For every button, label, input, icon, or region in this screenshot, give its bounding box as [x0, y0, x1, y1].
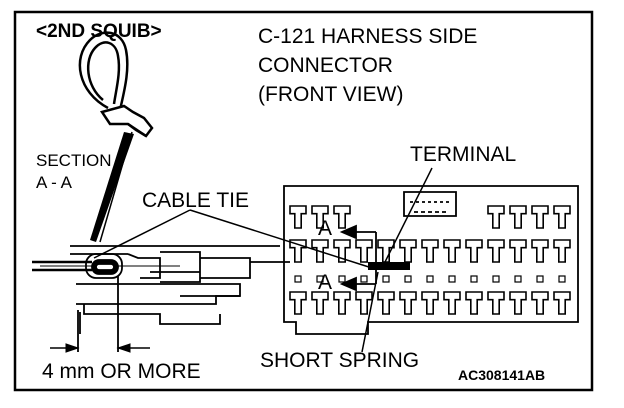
clearance-dimension	[50, 276, 150, 353]
terminal-slot	[531, 291, 549, 315]
terminal-pin-hole	[338, 275, 346, 283]
terminal-pin-hole	[448, 275, 456, 283]
terminal-pin-hole	[404, 275, 412, 283]
title-line-1: C-121 HARNESS SIDE	[258, 25, 478, 48]
terminal-pin-hole	[536, 275, 544, 283]
terminal-slot	[421, 239, 439, 263]
terminal-slot	[487, 205, 505, 229]
terminal-slot	[289, 291, 307, 315]
terminal-slot	[333, 205, 351, 229]
terminal-pin-hole	[382, 275, 390, 283]
terminal-slot	[487, 291, 505, 315]
terminal-slot	[531, 205, 549, 229]
section-label-line-2: A - A	[36, 173, 72, 192]
terminal-pin-hole	[360, 275, 368, 283]
title-line-3: (FRONT VIEW)	[258, 83, 404, 106]
terminal-leader	[383, 167, 433, 265]
terminal-pin-hole	[316, 275, 324, 283]
terminal-slot	[421, 291, 439, 315]
terminal-slot	[289, 205, 307, 229]
terminal-slot	[531, 239, 549, 263]
section-a-a-drawing	[32, 245, 290, 334]
figure-code: AC308141AB	[458, 367, 546, 383]
terminal-slot	[465, 239, 483, 263]
terminal-slot	[355, 291, 373, 315]
terminal-pin-hole	[426, 275, 434, 283]
tie-leader-wedge	[90, 132, 134, 242]
terminal-slot	[487, 239, 505, 263]
section-marker-top: A	[318, 217, 333, 240]
terminal-slot	[509, 291, 527, 315]
terminal-slot	[377, 291, 395, 315]
terminal-pin-hole	[470, 275, 478, 283]
section-tag: <2ND SQUIB>	[36, 21, 162, 42]
terminal-slot	[311, 205, 329, 229]
terminal-slot	[333, 291, 351, 315]
connector-front-view	[283, 185, 579, 335]
section-label-line-1: SECTION	[36, 151, 112, 170]
figure-frame	[13, 10, 594, 392]
terminal-slot	[553, 205, 571, 229]
terminal-slot	[553, 239, 571, 263]
terminal-slot	[443, 239, 461, 263]
terminal-contact	[368, 262, 410, 270]
terminal-slot	[355, 239, 373, 263]
cable-tie-illustration	[78, 31, 154, 138]
cable-tie-leaders	[93, 209, 373, 269]
terminal-slot	[509, 205, 527, 229]
terminal-pin-hole	[514, 275, 522, 283]
terminal-slot	[333, 239, 351, 263]
section-marker-arrows	[339, 224, 377, 292]
cable-tie-label: CABLE TIE	[142, 189, 249, 212]
section-marker-bottom: A	[318, 271, 333, 294]
short-spring-label: SHORT SPRING	[260, 349, 420, 372]
terminal-pin-hole	[492, 275, 500, 283]
short-spring-leader	[361, 271, 379, 353]
terminal-label: TERMINAL	[410, 143, 517, 166]
terminal-pin-hole	[558, 275, 566, 283]
terminal-slot	[289, 239, 307, 263]
terminal-slot	[509, 239, 527, 263]
connector-terminal-slots	[289, 205, 571, 315]
terminal-slot	[465, 291, 483, 315]
title-line-2: CONNECTOR	[258, 54, 393, 77]
terminal-slot	[399, 239, 417, 263]
terminal-slot	[553, 291, 571, 315]
terminal-slot	[443, 291, 461, 315]
clearance-label: 4 mm OR MORE	[42, 360, 201, 383]
terminal-slot	[399, 291, 417, 315]
terminal-slot	[311, 239, 329, 263]
terminal-slot	[311, 291, 329, 315]
terminal-pin-hole	[294, 275, 302, 283]
